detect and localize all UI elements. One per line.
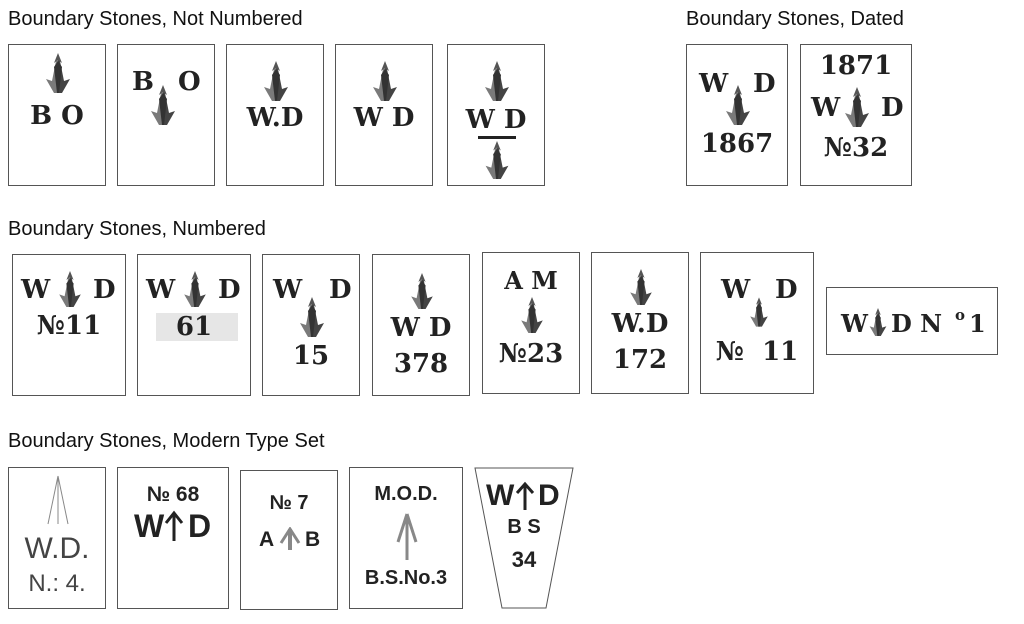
stone-letters-right: D N bbox=[891, 309, 943, 338]
stone-inscription: W D bbox=[353, 103, 415, 133]
stone-bo-plain: B O bbox=[8, 44, 106, 186]
stone-wd-double-arrow: W D bbox=[447, 44, 545, 186]
stone-wd-plain: W D bbox=[335, 44, 433, 186]
broad-arrow-icon bbox=[261, 61, 291, 101]
stone-number: №23 bbox=[498, 339, 564, 369]
broad-arrow-icon bbox=[180, 271, 210, 307]
broad-arrow-icon bbox=[867, 308, 889, 336]
stone-inscription: W.D bbox=[246, 103, 304, 133]
stone-numbered-11b: W D № 11 bbox=[700, 252, 814, 394]
broad-arrow-icon bbox=[43, 53, 73, 93]
stone-letter-left: A bbox=[259, 528, 275, 551]
stone-numbered-23: A M №23 bbox=[482, 252, 580, 394]
stone-number: 61 bbox=[175, 312, 213, 342]
number-highlight bbox=[156, 313, 238, 341]
broad-arrow-icon bbox=[148, 85, 178, 125]
stone-letter-right: D bbox=[188, 508, 212, 544]
section-heading-modern: Boundary Stones, Modern Type Set bbox=[8, 430, 325, 452]
stone-divider-line bbox=[478, 136, 516, 139]
stone-numbered-1: W D N o 1 bbox=[826, 287, 998, 355]
arrow-icon bbox=[164, 510, 184, 541]
stone-bo-split: B O bbox=[117, 44, 215, 186]
stone-numbered-11: W D №11 bbox=[12, 254, 126, 396]
stone-letter-left: W bbox=[134, 508, 165, 544]
stone-number: 172 bbox=[612, 345, 668, 375]
section-heading-not-numbered: Boundary Stones, Not Numbered bbox=[8, 8, 303, 30]
stone-letter-right: D bbox=[93, 275, 116, 305]
stone-modern-trapezoid: W D B S 34 bbox=[474, 467, 574, 609]
stone-letter-right: D bbox=[775, 275, 798, 305]
broad-arrow-icon bbox=[370, 61, 400, 101]
stone-letter-right: D bbox=[538, 479, 560, 512]
section-heading-numbered: Boundary Stones, Numbered bbox=[8, 218, 266, 240]
stone-number: 378 bbox=[393, 349, 449, 379]
stone-numbered-15: W D 15 bbox=[262, 254, 360, 396]
section-heading-dated: Boundary Stones, Dated bbox=[686, 8, 904, 30]
stone-modern-wd4: W.D. N.: 4. bbox=[8, 467, 106, 609]
stone-letter-left: W bbox=[486, 479, 515, 512]
stone-numbered-378: W D 378 bbox=[372, 254, 470, 396]
thin-arrow-icon bbox=[396, 513, 418, 560]
stone-letter-right: D bbox=[329, 275, 352, 305]
stone-dated-1871: 1871 W D №32 bbox=[800, 44, 912, 186]
stone-inscription: W.D. bbox=[24, 532, 90, 565]
stone-letter-left: W bbox=[841, 309, 868, 338]
stone-wd-dotted: W.D bbox=[226, 44, 324, 186]
stone-letter-left: W bbox=[721, 275, 751, 305]
stone-letter-right: O bbox=[178, 67, 201, 97]
stone-letter-left: W bbox=[811, 93, 841, 123]
arrow-icon bbox=[515, 481, 535, 510]
stone-letter-right: B bbox=[305, 528, 321, 551]
stone-number: 34 bbox=[511, 547, 537, 572]
stone-modern-mod: M.O.D. B.S.No.3 bbox=[349, 467, 463, 609]
stone-letters: A M bbox=[504, 266, 558, 295]
trapezoid-outline bbox=[474, 467, 574, 609]
stone-numbered-172: W.D 172 bbox=[591, 252, 689, 394]
broad-arrow-icon bbox=[723, 85, 753, 125]
stone-inscription: W D bbox=[390, 313, 452, 343]
broad-arrow-icon bbox=[626, 269, 656, 305]
stone-number: 1 bbox=[969, 309, 986, 338]
stone-number: № 11 bbox=[715, 337, 799, 367]
stone-modern-ab7: № 7 A B bbox=[240, 470, 338, 610]
broad-arrow-icon bbox=[517, 297, 547, 333]
stone-number: № 7 bbox=[269, 492, 309, 514]
stone-number: N.: 4. bbox=[28, 570, 86, 597]
broad-arrow-icon bbox=[482, 61, 512, 101]
stone-number: № 68 bbox=[146, 483, 200, 506]
stone-letters: M.O.D. bbox=[374, 483, 438, 505]
stone-number: 15 bbox=[292, 341, 330, 371]
stone-inscription: W.D bbox=[611, 309, 669, 339]
stone-letter-left: B bbox=[132, 67, 154, 97]
stone-year: 1871 bbox=[819, 51, 893, 81]
stone-dated-1867: W D 1867 bbox=[686, 44, 788, 186]
stone-letter-right: D bbox=[218, 275, 241, 305]
thin-arrow-icon bbox=[47, 475, 69, 525]
stone-letters: B S bbox=[507, 516, 541, 538]
broad-arrow-icon bbox=[297, 297, 327, 337]
stone-year: 1867 bbox=[700, 129, 774, 159]
stone-letter-left: W bbox=[146, 275, 176, 305]
stone-inscription: W D bbox=[465, 105, 527, 135]
stone-number: B.S.No.3 bbox=[364, 567, 448, 589]
broad-arrow-icon bbox=[482, 141, 512, 179]
stone-modern-68: № 68 W D bbox=[117, 467, 229, 609]
stone-numbered-61: W D 61 bbox=[137, 254, 251, 396]
stone-superscript: o bbox=[955, 306, 966, 324]
arrow-icon bbox=[279, 527, 301, 550]
stone-number: №11 bbox=[36, 311, 102, 341]
broad-arrow-icon bbox=[748, 297, 770, 327]
stone-letter-left: W bbox=[273, 275, 303, 305]
broad-arrow-icon bbox=[55, 271, 85, 307]
broad-arrow-icon bbox=[842, 87, 872, 127]
stone-letter-right: D bbox=[753, 69, 776, 99]
stone-number: №32 bbox=[823, 133, 889, 163]
stone-letter-right: D bbox=[881, 93, 904, 123]
stone-inscription: B O bbox=[30, 101, 84, 131]
stone-letter-left: W bbox=[699, 69, 729, 99]
broad-arrow-icon bbox=[407, 273, 437, 309]
stone-letter-left: W bbox=[21, 275, 51, 305]
